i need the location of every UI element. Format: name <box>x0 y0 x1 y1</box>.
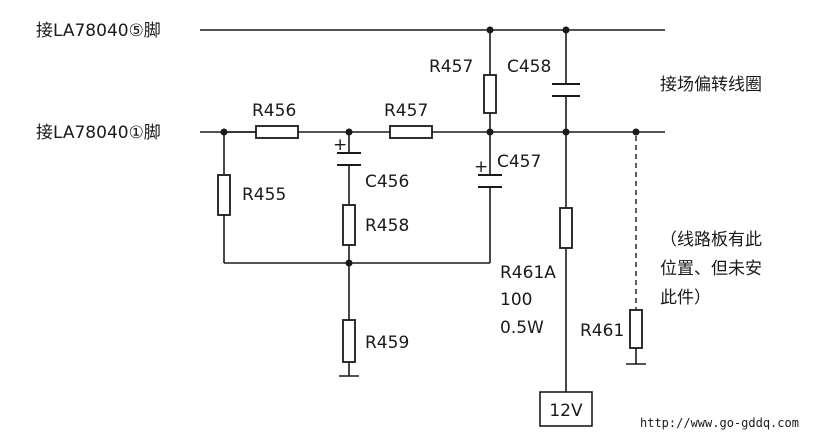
resistor-r456 <box>224 125 299 139</box>
supply-label: 12V <box>549 401 583 421</box>
r461-label: R461 <box>580 321 624 341</box>
pin5-label: 接LA78040⑤脚 <box>36 21 161 41</box>
capacitor-c457 <box>478 174 502 188</box>
note-line-3: 此件） <box>660 288 711 308</box>
supply-box <box>539 391 593 427</box>
c458-label: C458 <box>507 57 551 77</box>
r461a-power: 0.5W <box>500 318 544 338</box>
r461a-value: 100 <box>500 290 532 310</box>
r458-label: R458 <box>365 216 409 236</box>
resistor-r461a <box>559 207 573 249</box>
r459-label: R459 <box>365 333 409 353</box>
resistor-r455 <box>217 174 231 216</box>
c457-label: C457 <box>497 152 541 172</box>
capacitor-c456 <box>337 152 361 166</box>
resistor-r461 <box>629 309 643 349</box>
junctions <box>220 26 640 267</box>
resistor-r458 <box>342 204 356 246</box>
r456-label: R456 <box>252 101 296 121</box>
resistor-r457-shunt <box>483 74 497 114</box>
r455-label: R455 <box>242 185 286 205</box>
pin1-label: 接LA78040①脚 <box>36 123 161 143</box>
c456-plus-mark: + <box>333 135 347 155</box>
note-line-1: （线路板有此 <box>660 230 762 250</box>
c456-label: C456 <box>365 172 409 192</box>
capacitor-c458 <box>552 83 580 97</box>
note-line-2: 位置、但未安 <box>660 259 762 279</box>
coil-label: 接场偏转线圈 <box>660 75 762 95</box>
r461a-label: R461A <box>500 263 556 283</box>
resistor-r459 <box>342 319 356 363</box>
r457-shunt-label: R457 <box>429 57 473 77</box>
c457-plus-mark: + <box>474 157 488 177</box>
r457-series-label: R457 <box>384 101 428 121</box>
watermark-url: http://www.go-gddq.com <box>640 416 799 430</box>
resistor-r457-series <box>389 125 433 139</box>
